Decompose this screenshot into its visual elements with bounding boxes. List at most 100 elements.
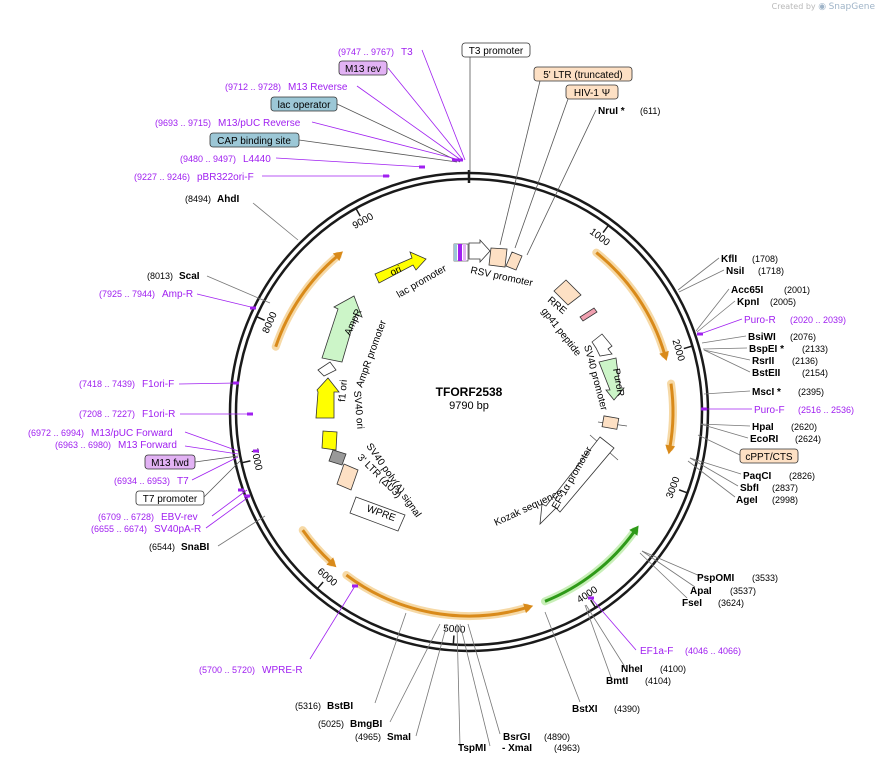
ecori-label: EcoRI <box>750 434 779 445</box>
fsei-label: FseI <box>682 598 702 609</box>
t7-label: T7 <box>177 476 189 487</box>
m13-rev-label: M13 rev <box>345 64 381 75</box>
leader-line-13 <box>206 275 271 304</box>
brand-name: SnapGene <box>828 2 875 12</box>
hpai-pos: (2620) <box>791 422 817 432</box>
ruler-tick-6000 <box>316 581 324 590</box>
bsiwi-label: BsiWI <box>748 332 776 343</box>
bmgbi-pos: (5025) <box>318 719 344 729</box>
cppt-label-box <box>739 448 799 464</box>
leader-line-29 <box>456 623 461 747</box>
primer-tick-9 <box>244 494 250 498</box>
hiv-psi-label: HIV-1 Ψ <box>574 88 610 99</box>
bmti-label: BmtI <box>606 676 628 687</box>
orf-arrowhead-0 <box>659 350 669 361</box>
primer-tick-13 <box>352 584 358 588</box>
leader-line-31 <box>467 623 501 735</box>
smai-pos: (4965) <box>355 732 381 742</box>
leader-line-39 <box>687 460 736 498</box>
m13-reverse-range: (9712 .. 9728) <box>225 82 281 92</box>
leader-line-26 <box>374 612 407 704</box>
sv40-promoter-feature <box>591 333 613 357</box>
ruler-tick-4000 <box>590 599 597 609</box>
leader-line-4 <box>514 98 569 249</box>
paqci-pos: (2826) <box>789 471 815 481</box>
primer-tick-8 <box>238 488 244 492</box>
ruler-tick-5000 <box>452 635 455 645</box>
primer-tick-4 <box>250 306 256 310</box>
leader-line-54 <box>678 269 725 293</box>
ruler-tick-1000 <box>602 224 610 234</box>
leader-line-37 <box>641 550 696 588</box>
ampr-promoter-label: AmpR promoter <box>354 318 389 389</box>
bstxi-label: BstXI <box>572 704 598 715</box>
leader-line-27 <box>389 623 441 723</box>
leader-line-48 <box>703 349 751 361</box>
leader-line-12 <box>252 202 299 241</box>
plasmid-length: 9790 bp <box>449 400 489 412</box>
leader-line-32 <box>544 611 581 703</box>
ebv-rev-label: EBV-rev <box>161 512 198 523</box>
gp41-feature <box>579 307 598 322</box>
wpre-r-label: WPRE-R <box>262 665 303 676</box>
orf-arrowhead-5 <box>332 251 344 262</box>
kfli-label: KflI <box>721 254 737 265</box>
orf-arc-2 <box>544 530 636 603</box>
primer-tick-12 <box>588 596 594 600</box>
leader-line-55 <box>677 257 720 291</box>
pbr322-range: (9227 .. 9246) <box>134 172 190 182</box>
acc65i-label: Acc65I <box>731 285 763 296</box>
ecori-pos: (2624) <box>795 434 821 444</box>
leader-line-2 <box>387 67 464 161</box>
sv40-polya-feature <box>328 449 347 466</box>
ampr-promoter-feature <box>317 361 337 377</box>
ampr-primer-range: (7925 .. 7944) <box>99 289 155 299</box>
rre-feature <box>553 279 582 306</box>
msci-pos: (2395) <box>798 387 824 397</box>
leader-line-10 <box>275 157 426 168</box>
smai-label: SmaI <box>387 732 411 743</box>
orf-arc-4 <box>301 529 333 564</box>
puro-f-label: Puro-F <box>754 405 785 416</box>
leader-line-3 <box>499 80 541 246</box>
puro-r-label: Puro-R <box>744 315 776 326</box>
puro-r-range: (2020 .. 2039) <box>790 315 846 325</box>
t3-promoter-label: T3 promoter <box>469 46 524 57</box>
snabi-pos: (6544) <box>149 542 175 552</box>
bsteii-label: BstEII <box>752 368 781 379</box>
leader-line-40 <box>689 457 739 487</box>
leader-line-44 <box>699 423 751 427</box>
pspomi-pos: (3533) <box>752 573 778 583</box>
snabi-label: SnaBI <box>181 542 210 553</box>
agei-label: AgeI <box>736 495 758 506</box>
credit-text: Created by <box>771 2 816 11</box>
leader-line-52 <box>696 300 736 333</box>
f1ori-r-range: (7208 .. 7227) <box>79 409 135 419</box>
cppt-box <box>601 415 620 430</box>
puror-label: PuroR <box>610 368 626 398</box>
rsrii-label: RsrII <box>752 356 774 367</box>
hiv-psi-box <box>565 84 619 100</box>
m13-puc-fwd-label: M13/pUC Forward <box>91 428 173 439</box>
plasmid-name: TFORF2538 <box>436 385 503 399</box>
bstbi-pos: (5316) <box>295 701 321 711</box>
agei-pos: (2998) <box>772 495 798 505</box>
nrui-pos: (611) <box>640 106 660 116</box>
snapgene-credit: Created by ◉ SnapGene <box>772 2 875 12</box>
pspomi-label: PspOMI <box>697 573 734 584</box>
apai-label: ApaI <box>690 586 712 597</box>
m13-puc-rev-label: M13/pUC Reverse <box>218 118 301 129</box>
lac-operator-box <box>270 96 338 112</box>
paqci-label: PaqCI <box>743 471 772 482</box>
tspmi-label: TspMI <box>458 743 486 754</box>
leader-line-30 <box>459 623 491 747</box>
leader-line-38 <box>641 550 701 577</box>
leader-line-34 <box>584 604 613 681</box>
fsei-pos: (3624) <box>718 598 744 608</box>
ltr3-feature <box>336 463 359 491</box>
leader-line-0 <box>421 49 466 161</box>
t3-promoter-box <box>461 42 531 58</box>
ruler-tick-3000 <box>678 489 688 494</box>
sv40pa-r-range: (6655 .. 6674) <box>91 524 147 534</box>
